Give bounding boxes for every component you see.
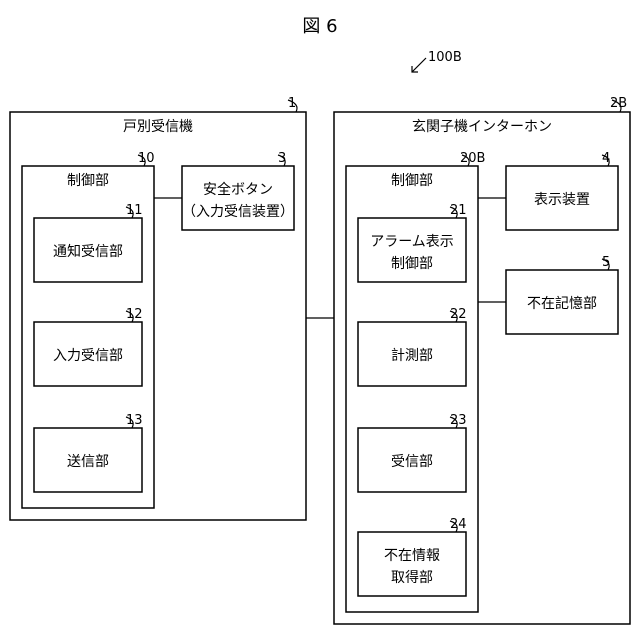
block-22-ref: 22 xyxy=(450,307,467,322)
system-ref: 100B xyxy=(428,50,462,65)
block-safety-button xyxy=(182,166,294,230)
block-measurement-label: 計測部 xyxy=(391,348,433,364)
block-23-ref: 23 xyxy=(450,413,467,428)
block-safety-button-line2: （入力受信装置） xyxy=(182,204,294,220)
block-3-ref: 3 xyxy=(278,151,286,166)
block-display-device-label: 表示装置 xyxy=(534,192,590,208)
block-absence-info-acquirer-line1: 不在情報 xyxy=(384,548,440,564)
block-alarm-display-controller-line2: 制御部 xyxy=(391,256,433,272)
controller-left-title: 制御部 xyxy=(67,173,109,189)
block-5-ref: 5 xyxy=(602,255,610,270)
block-absence-info-acquirer-line2: 取得部 xyxy=(391,569,433,586)
block-11-ref: 11 xyxy=(126,203,143,218)
block-4-ref: 4 xyxy=(602,151,610,166)
controller-right-title: 制御部 xyxy=(391,173,433,189)
block-alarm-display-controller-line1: アラーム表示 xyxy=(370,234,454,250)
unit-right-ref: 2B xyxy=(610,96,627,111)
block-12-ref: 12 xyxy=(126,307,143,322)
system-ref-arrow xyxy=(412,58,426,72)
block-notification-receiver-label: 通知受信部 xyxy=(53,243,123,260)
block-transmitter-label: 送信部 xyxy=(67,454,109,470)
controller-right-ref: 20B xyxy=(460,151,485,166)
block-alarm-display-controller xyxy=(358,218,466,282)
unit-right-title: 玄関子機インターホン xyxy=(412,118,552,135)
unit-left-ref: 1 xyxy=(288,96,296,111)
block-safety-button-line1: 安全ボタン xyxy=(203,181,273,198)
block-24-ref: 24 xyxy=(450,517,467,532)
figure-title: 図 6 xyxy=(302,16,337,37)
block-absence-storage-label: 不在記憶部 xyxy=(527,295,597,312)
unit-left-title: 戸別受信機 xyxy=(123,119,193,135)
block-receiver-label: 受信部 xyxy=(391,454,433,470)
block-input-receiver-label: 入力受信部 xyxy=(53,348,123,364)
block-21-ref: 21 xyxy=(450,203,467,218)
block-absence-info-acquirer xyxy=(358,532,466,596)
block-13-ref: 13 xyxy=(126,413,143,428)
controller-left-ref: 10 xyxy=(138,151,155,166)
